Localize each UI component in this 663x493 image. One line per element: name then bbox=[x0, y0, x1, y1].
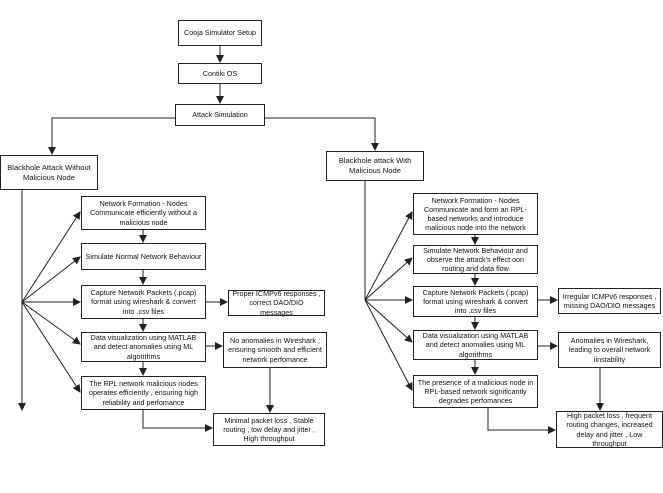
edge-right-simulate bbox=[364, 257, 413, 301]
right-data-visualization-box: Data visualization using MATLAB and dete… bbox=[413, 330, 538, 360]
edge-l-rpl-result bbox=[142, 410, 213, 432]
edge-right-formation bbox=[364, 211, 413, 301]
left-capture-packets-box: Capture Network Packets (.pcap) format u… bbox=[81, 285, 206, 319]
edge-right-visual bbox=[364, 299, 413, 343]
left-root-box: Blackhole Attack Without Malicious Node bbox=[0, 155, 98, 190]
edge-left-visual bbox=[21, 301, 81, 345]
left-data-visualization-box: Data visualization using MATLAB and dete… bbox=[81, 332, 206, 362]
left-final-result-box: Minimal packet loss , Stable routing , l… bbox=[213, 413, 325, 446]
right-network-formation-box: Network Formation - Nodes Communicate an… bbox=[413, 193, 538, 235]
edge-left-simulate bbox=[21, 256, 81, 303]
edge-right-presence bbox=[364, 299, 413, 391]
left-icmp-result-box: Proper ICMPv6 responses , correct DAO/DI… bbox=[228, 289, 325, 317]
edge-attack-left bbox=[48, 117, 175, 155]
right-final-result-box: High packet loss , frequent routing chan… bbox=[556, 411, 663, 448]
right-malicious-presence-box: The presence of a malicious node in RPL-… bbox=[413, 375, 538, 408]
left-simulate-normal-box: Simulate Normal Network Behaviour bbox=[81, 243, 206, 270]
edge-left-rpl bbox=[21, 301, 81, 393]
right-icmp-result-box: Irregular ICMPv6 responses , missing DAO… bbox=[558, 288, 661, 314]
right-anomalies-box: Anomalies in Wireshark, leading to overa… bbox=[558, 332, 661, 368]
attack-simulation-box: Attack Simulation bbox=[175, 104, 265, 126]
contiki-os-box: Contiki OS bbox=[178, 63, 262, 84]
right-simulate-attack-box: Simulate Network Behaviour and observe t… bbox=[413, 245, 538, 274]
cooja-setup-box: Cooja Simulator Setup bbox=[178, 20, 262, 46]
left-network-formation-box: Network Formation - Nodes Communicate ef… bbox=[81, 196, 206, 230]
right-capture-packets-box: Capture Network Packets (.pcap) format u… bbox=[413, 286, 538, 317]
edge-attack-right bbox=[265, 117, 379, 151]
right-root-box: Blackhole attack With Malicious Node bbox=[326, 151, 424, 181]
edge-r-presence-result bbox=[487, 408, 556, 434]
left-rpl-efficient-box: The RPL network malicious nodes operates… bbox=[81, 376, 206, 410]
edge-left-formation bbox=[21, 211, 81, 303]
left-no-anomalies-box: No anomalies in Wireshark , ensuring smo… bbox=[223, 332, 327, 368]
